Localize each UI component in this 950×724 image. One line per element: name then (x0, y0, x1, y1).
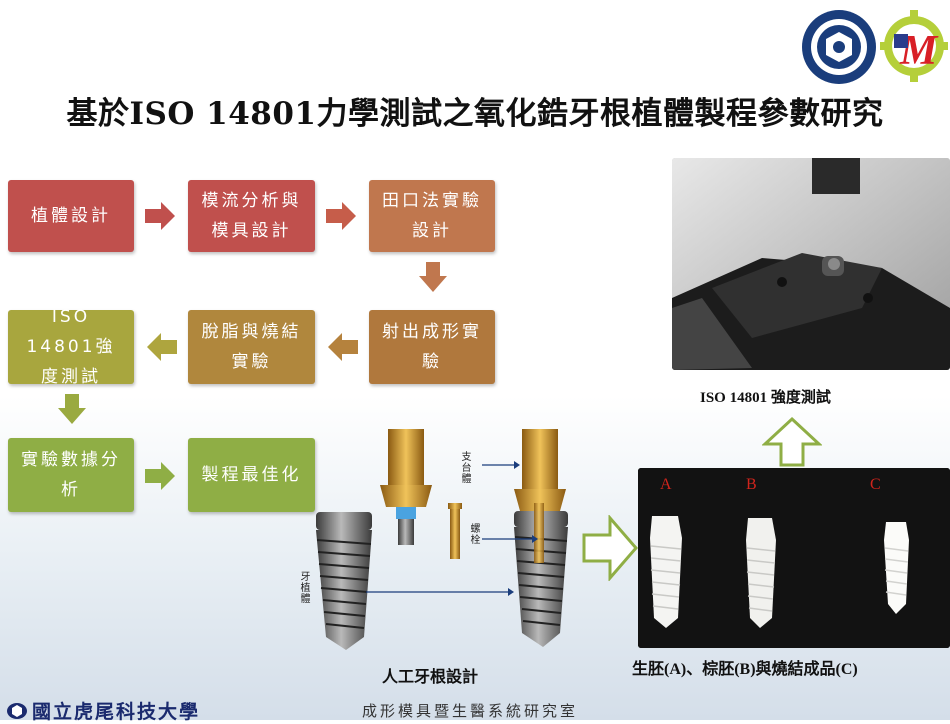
sample-a (650, 516, 682, 628)
flow-box-iso-test: ISO 14801強度測試 (8, 307, 134, 387)
flow-box-optimization: 製程最佳化 (188, 438, 315, 512)
department-m-logo: M (880, 6, 948, 84)
arrow-down-icon (58, 394, 86, 424)
samples-caption: 生胚(A)、棕胚(B)與燒結成品(C) (632, 661, 858, 678)
abutment-label: 支台體 (459, 451, 470, 484)
sample-b (746, 518, 776, 628)
footer-university-name: 國立虎尾科技大學 (32, 701, 201, 723)
fixture-label: 牙植體 (298, 571, 309, 604)
fixture-left (316, 512, 372, 650)
footer-university: 國立虎尾科技大學 (6, 697, 200, 724)
iso-test-photo (672, 158, 950, 370)
arrow-down-icon (419, 262, 447, 292)
flow-box-injection: 射出成形實驗 (369, 310, 495, 384)
flow-box-moldflow: 模流分析與模具設計 (188, 180, 315, 252)
sample-c (884, 522, 909, 614)
flow-box-taguchi: 田口法實驗設計 (369, 180, 495, 252)
implant-caption: 人工牙根設計 (382, 667, 479, 686)
samples-photo: A B C (638, 468, 950, 648)
university-mini-logo-icon (7, 702, 27, 719)
implant-design-illustration: 支台體 螺栓 牙植體 (298, 425, 590, 660)
flow-box-data-analysis: 實驗數據分析 (8, 438, 134, 512)
arrow-left-icon (147, 333, 177, 361)
sample-letter-a: A (660, 476, 672, 493)
flow-box-implant-design: 植體設計 (8, 180, 134, 252)
arrow-left-icon (328, 333, 358, 361)
arrow-right-icon (145, 202, 175, 230)
sample-letter-b: B (746, 476, 757, 493)
outline-arrow-right-icon (582, 515, 638, 581)
arrow-right-icon (145, 462, 175, 490)
iso-test-caption: ISO 14801 強度測試 (700, 390, 831, 406)
page-title: 基於ISO 14801力學測試之氧化鋯牙根植體製程參數研究 (66, 96, 884, 132)
flow-box-debinding: 脫脂與燒結實驗 (188, 310, 315, 384)
university-seal-logo (800, 8, 878, 86)
footer-lab-name: 成形模具暨生醫系統研究室 (362, 702, 579, 720)
outline-arrow-up-icon (762, 416, 822, 467)
arrow-right-icon (326, 202, 356, 230)
sample-letter-c: C (870, 476, 881, 493)
screw-label: 螺栓 (468, 523, 479, 545)
